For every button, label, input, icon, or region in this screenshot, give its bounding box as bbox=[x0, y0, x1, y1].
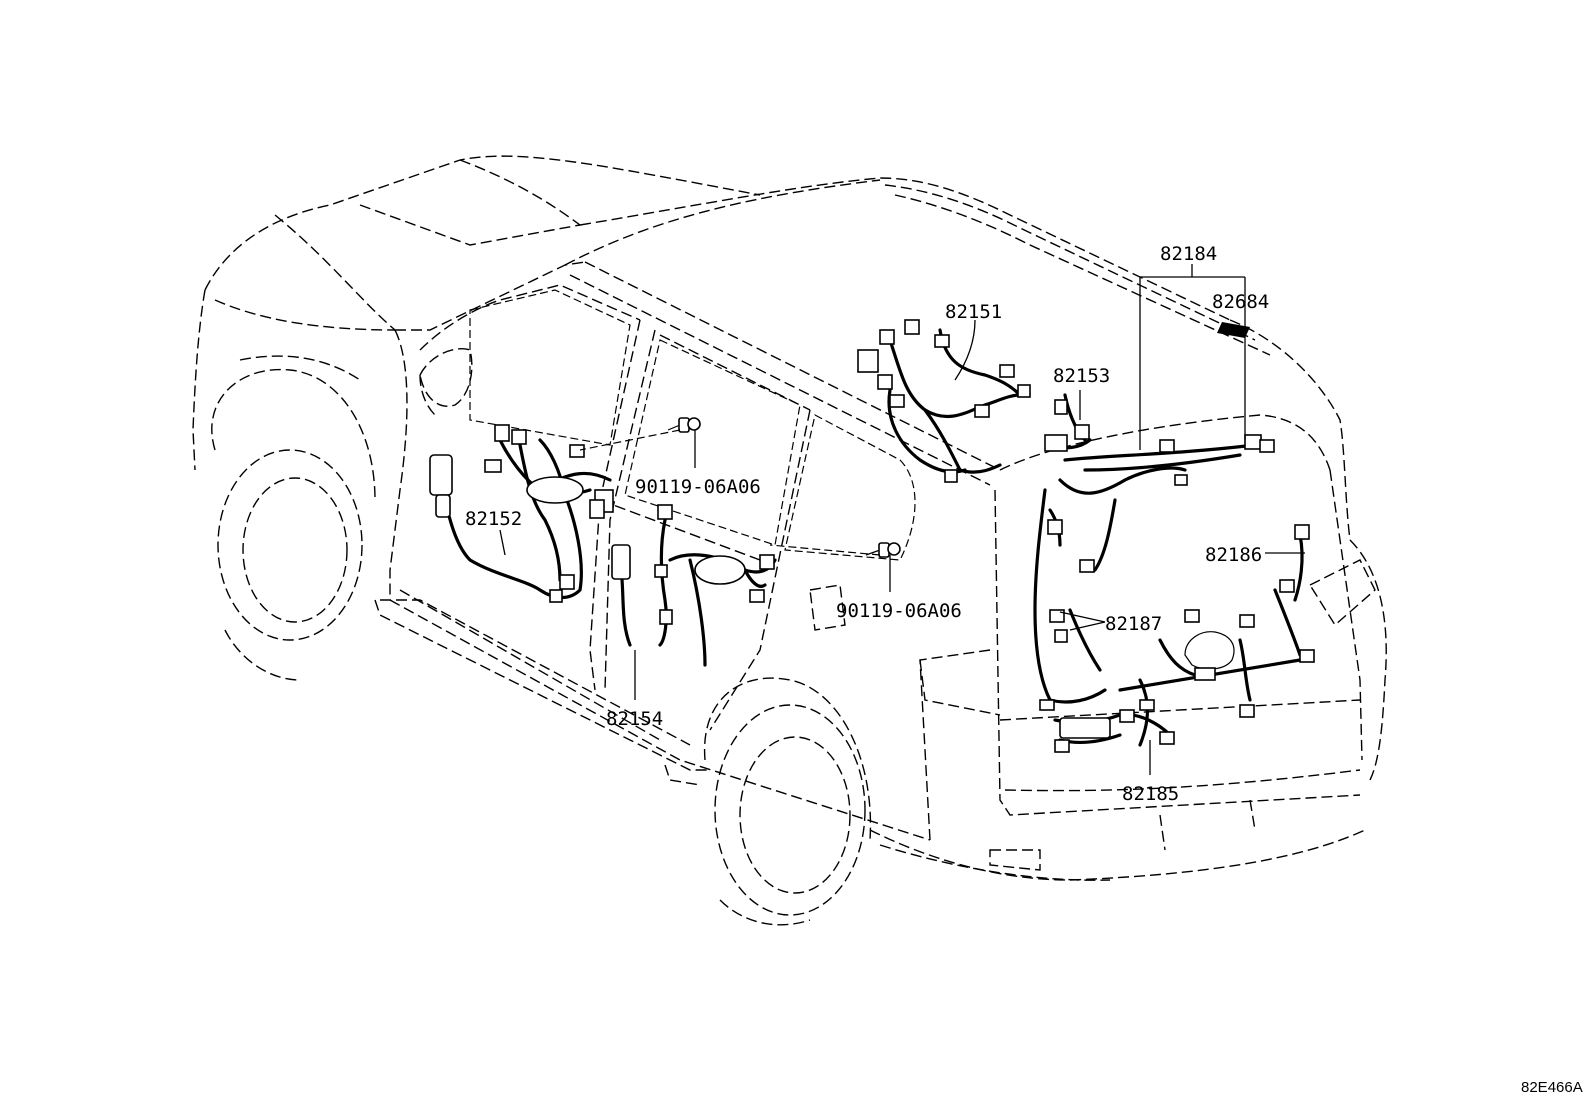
part-label-82684[interactable]: 82684 bbox=[1212, 291, 1269, 313]
vehicle-body-outline bbox=[192, 155, 1387, 881]
harness-82152 bbox=[429, 424, 614, 603]
harness-82153 bbox=[1044, 393, 1092, 452]
harness-82187 bbox=[1033, 488, 1117, 711]
part-labels: 82184 82684 82151 82153 90119-06A06 8215… bbox=[465, 243, 1269, 805]
part-label-82151[interactable]: 82151 bbox=[945, 301, 1002, 323]
part-label-82153[interactable]: 82153 bbox=[1053, 365, 1110, 387]
front-wheel bbox=[211, 368, 376, 681]
harness-82151 bbox=[857, 319, 1031, 483]
part-label-82187[interactable]: 82187 bbox=[1105, 613, 1162, 635]
harness-82154 bbox=[611, 504, 777, 667]
part-label-82152[interactable]: 82152 bbox=[465, 508, 522, 530]
part-label-90119-06A06-lower[interactable]: 90119-06A06 bbox=[836, 600, 962, 622]
part-label-82186[interactable]: 82186 bbox=[1205, 544, 1262, 566]
leader-lines bbox=[499, 264, 1305, 775]
part-label-82184[interactable]: 82184 bbox=[1160, 243, 1217, 265]
part-label-90119-06A06-upper[interactable]: 90119-06A06 bbox=[635, 476, 761, 498]
rear-wheel bbox=[703, 677, 872, 926]
harness-82184 bbox=[1058, 322, 1275, 495]
bolt-90119-lower bbox=[769, 542, 901, 558]
diagram-code: 82E466A bbox=[1521, 1079, 1583, 1096]
harness-82185 bbox=[1053, 609, 1216, 753]
bolt-90119-upper bbox=[579, 417, 701, 451]
part-label-82154[interactable]: 82154 bbox=[606, 708, 663, 730]
part-label-82185[interactable]: 82185 bbox=[1122, 783, 1179, 805]
